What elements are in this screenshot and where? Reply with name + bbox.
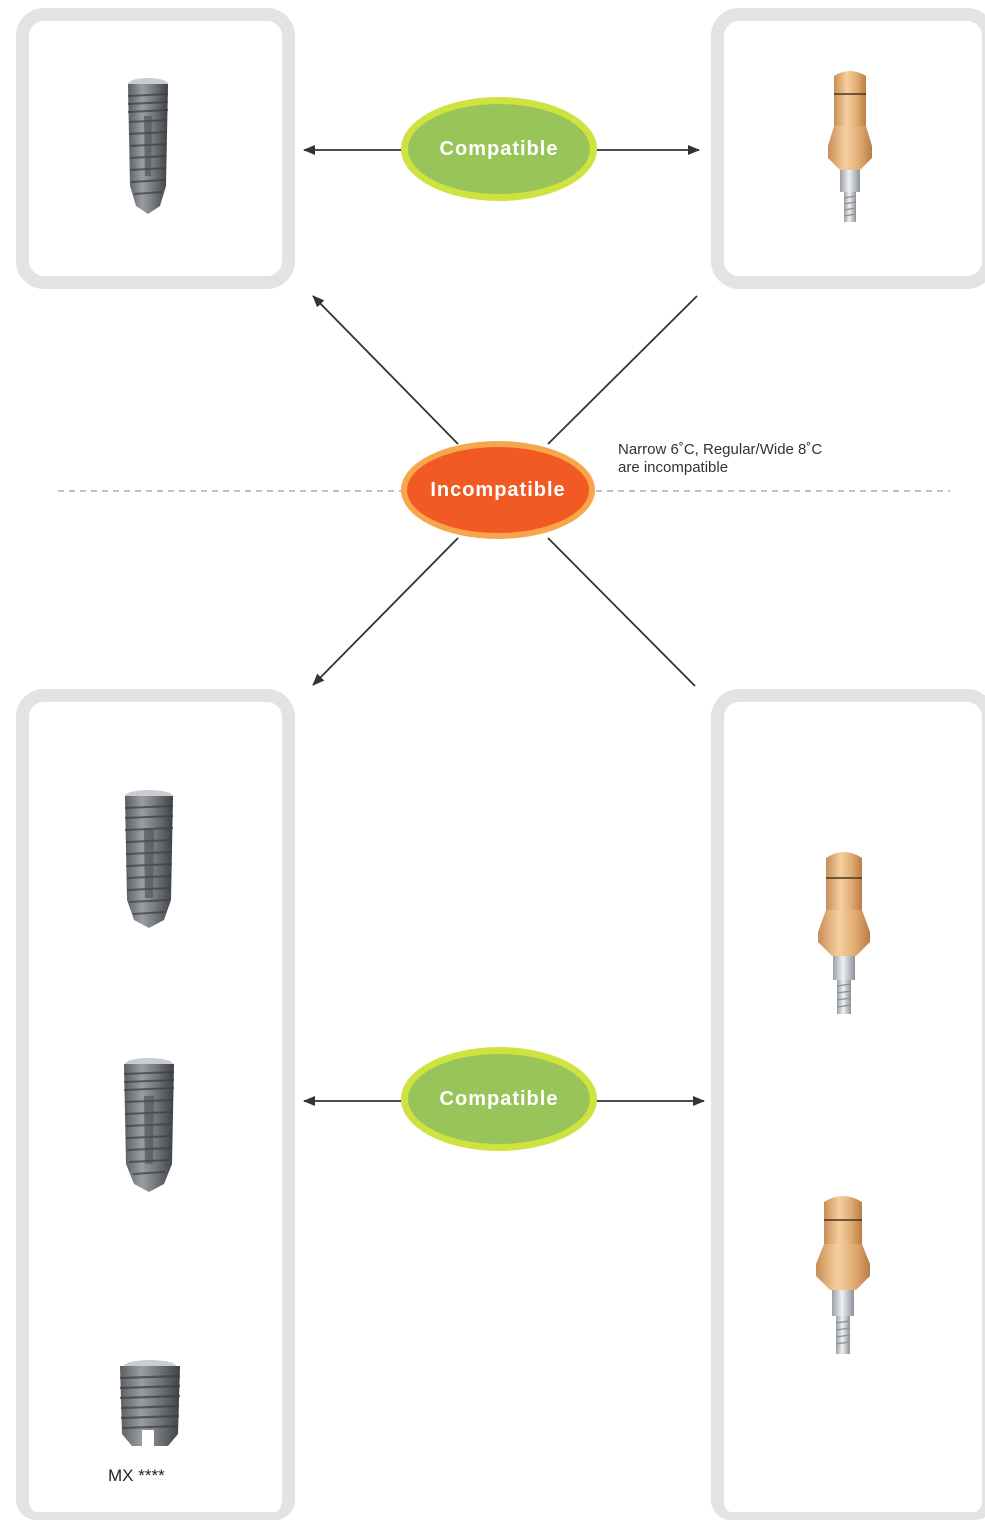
arrow-diag-upper-left xyxy=(312,295,459,445)
note-line-2: are incompatible xyxy=(618,459,729,476)
line-diag-upper-right xyxy=(547,295,698,445)
compatible-badge-bottom: Compatible xyxy=(401,1047,597,1151)
incompatibility-note: Narrow 6˚C, Regular/Wide 8˚C are incompa… xyxy=(618,441,822,477)
dental-implant-icon xyxy=(123,1058,175,1192)
compatible-label: Compatible xyxy=(439,137,559,160)
dental-implant-icon xyxy=(127,78,169,214)
dental-implant-icon xyxy=(124,790,174,928)
compatible-badge-top: Compatible xyxy=(401,97,597,201)
abutment-icon xyxy=(818,852,870,1014)
implant-caption: MX **** xyxy=(108,1466,165,1485)
panel-bottom-right xyxy=(711,689,985,1520)
incompatible-badge: Incompatible xyxy=(401,441,595,539)
line-diag-lower-right xyxy=(547,537,696,687)
compatible-label: Compatible xyxy=(439,1087,559,1110)
panel-top-left xyxy=(16,8,295,289)
abutment-icon xyxy=(828,71,872,222)
note-line-1: Narrow 6˚C, Regular/Wide 8˚C xyxy=(618,441,823,458)
dental-implant-icon xyxy=(119,1360,181,1446)
arrow-diag-lower-left xyxy=(312,537,459,686)
abutment-icon xyxy=(816,1196,870,1354)
incompatible-label: Incompatible xyxy=(430,478,566,501)
